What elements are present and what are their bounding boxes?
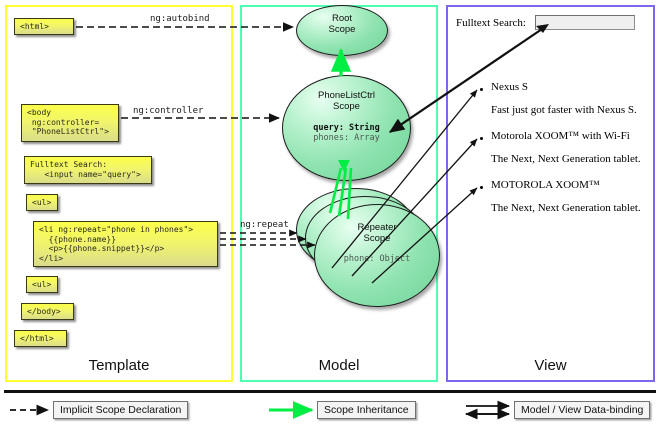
- view-bullet-0: [480, 88, 483, 91]
- code-box-html-open: <html>: [14, 18, 74, 35]
- legend-item-implicit-scope-declaration: Implicit Scope Declaration: [53, 401, 189, 419]
- code-box-ul-open: <ul>: [26, 194, 58, 211]
- code-box-ul-close: <ul>: [26, 276, 58, 293]
- scope-phonelistctrl-prop-phones: phones: Array: [313, 133, 380, 143]
- view-item-name-0: Nexus S: [491, 81, 528, 93]
- fulltext-search-input[interactable]: [535, 15, 635, 30]
- scope-repeater-prop-phone: phone: Object: [343, 254, 411, 264]
- legend-divider: [4, 390, 656, 393]
- ng-autobind-label: ng:autobind: [150, 14, 210, 24]
- scope-phonelistctrl: PhoneListCtrl Scope query: String phones…: [282, 75, 411, 181]
- ng-controller-label: ng:controller: [133, 106, 204, 116]
- panel-view-label: View: [534, 357, 567, 374]
- view-item-snippet-2: The Next, Next Generation tablet.: [491, 202, 641, 214]
- view-bullet-2: [480, 186, 483, 189]
- view-search-label: Fulltext Search:: [456, 17, 526, 29]
- view-item-snippet-1: The Next, Next Generation tablet.: [491, 153, 641, 165]
- code-box-html-close: </html>: [14, 330, 67, 347]
- ng-repeat-label: ng:repeat: [240, 220, 289, 230]
- view-item-name-1: Motorola XOOM™ with Wi-Fi: [491, 130, 630, 142]
- code-box-body-tag: <body ng:controller= "PhoneListCtrl">: [21, 104, 119, 142]
- scope-repeater: Repeater Scope phone: Object: [314, 204, 440, 307]
- scope-root-title: Root Scope: [328, 13, 356, 35]
- panel-view: View: [446, 5, 655, 382]
- code-box-li-repeat: <li ng:repeat="phone in phones"> {{phone…: [33, 221, 218, 267]
- panel-model-label: Model: [318, 357, 360, 374]
- legend-item-model-view-data-binding: Model / View Data-binding: [514, 401, 651, 419]
- code-box-body-close: </body>: [21, 303, 74, 320]
- scope-repeater-title: Repeater Scope: [357, 222, 397, 244]
- scope-phonelistctrl-prop-query: query: String: [313, 123, 380, 133]
- legend: Implicit Scope Declaration Scope Inherit…: [0, 390, 660, 435]
- view-bullet-1: [480, 137, 483, 140]
- view-item-snippet-0: Fast just got faster with Nexus S.: [491, 104, 637, 116]
- code-box-fulltext-search: Fulltext Search: <input name="query">: [24, 156, 152, 184]
- view-item-name-2: MOTOROLA XOOM™: [491, 179, 600, 191]
- legend-item-scope-inheritance: Scope Inheritance: [317, 401, 416, 419]
- scope-root: Root Scope: [296, 5, 388, 56]
- panel-template-label: Template: [88, 357, 150, 374]
- scope-phonelistctrl-title: PhoneListCtrl Scope: [317, 90, 376, 112]
